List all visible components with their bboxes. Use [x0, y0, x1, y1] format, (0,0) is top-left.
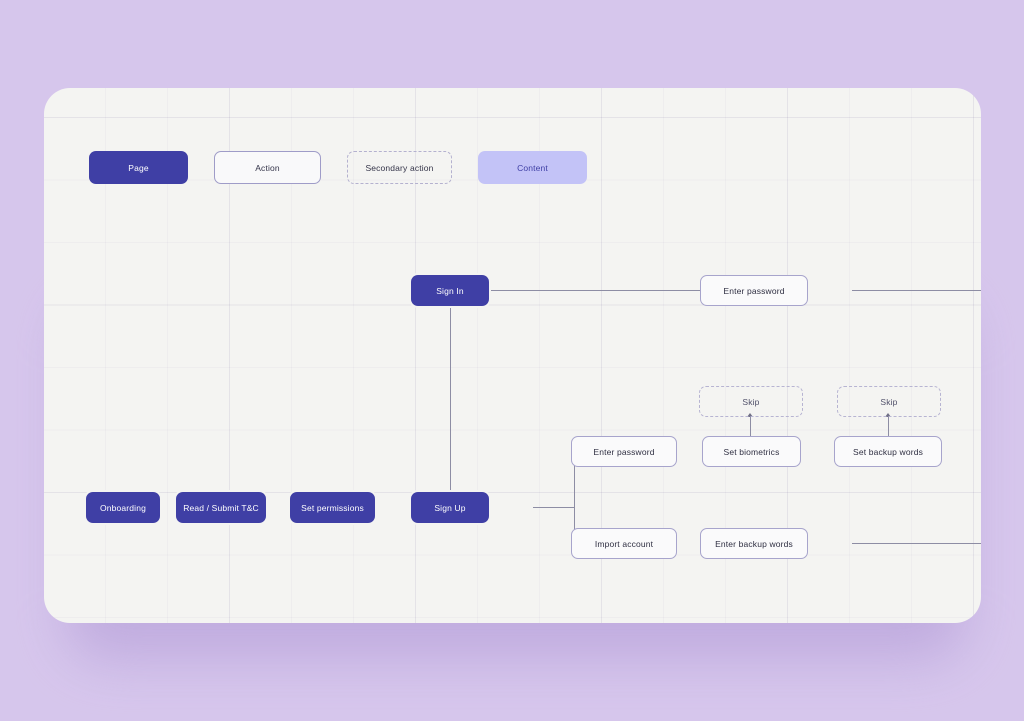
arrowhead-skip-backup: [885, 413, 891, 417]
node-onboarding[interactable]: Onboarding: [86, 492, 160, 523]
node-enter-backup-words[interactable]: Enter backup words: [700, 528, 808, 559]
legend-chip-action[interactable]: Action: [214, 151, 321, 184]
node-set-backup-words[interactable]: Set backup words: [834, 436, 942, 467]
node-sign-up[interactable]: Sign Up: [411, 492, 489, 523]
node-set-permissions[interactable]: Set permissions: [290, 492, 375, 523]
legend: Page Action Secondary action Content: [89, 151, 587, 184]
legend-chip-page[interactable]: Page: [89, 151, 188, 184]
node-enter-password-mid[interactable]: Enter password: [571, 436, 677, 467]
edge-signup-to-bus: [533, 507, 575, 508]
node-import-account[interactable]: Import account: [571, 528, 677, 559]
node-set-biometrics[interactable]: Set biometrics: [702, 436, 801, 467]
arrowhead-skip-biometrics: [747, 413, 753, 417]
edge-backupwords-to-skip: [888, 416, 889, 448]
legend-chip-secondary-action[interactable]: Secondary action: [347, 151, 452, 184]
flow-canvas-card: Page Action Secondary action Content S: [44, 88, 981, 623]
node-skip-backup-words[interactable]: Skip: [837, 386, 941, 417]
edge-signup-to-signin: [450, 305, 451, 508]
edge-enterpassword-top-continue: [852, 290, 981, 291]
edge-enterbackupwords-continue: [852, 543, 981, 544]
node-skip-biometrics[interactable]: Skip: [699, 386, 803, 417]
edge-biometrics-to-skip: [750, 416, 751, 448]
node-read-submit-tc[interactable]: Read / Submit T&C: [176, 492, 266, 523]
legend-chip-content[interactable]: Content: [478, 151, 587, 184]
node-sign-in[interactable]: Sign In: [411, 275, 489, 306]
edge-signin-to-enterpassword: [489, 290, 744, 291]
edge-branch-bus: [574, 451, 575, 543]
node-enter-password-top[interactable]: Enter password: [700, 275, 808, 306]
